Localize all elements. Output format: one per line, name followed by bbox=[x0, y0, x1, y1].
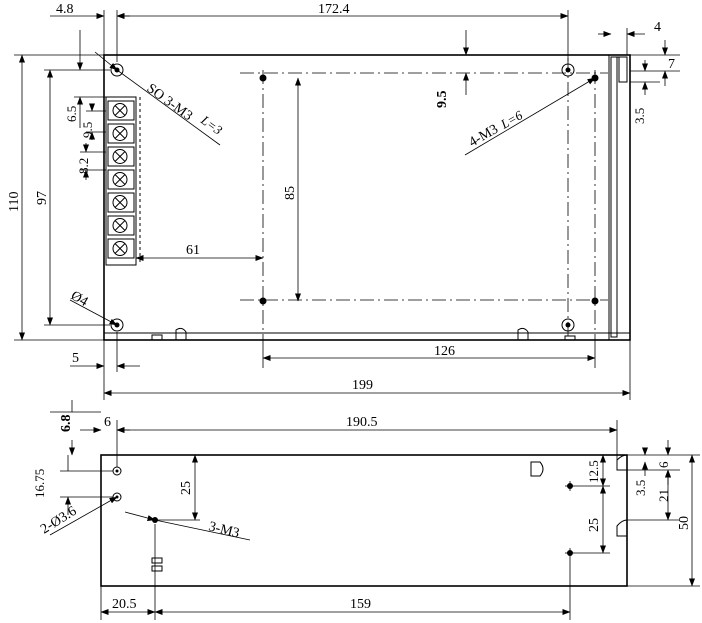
mount-hole-bottom-right bbox=[561, 318, 575, 332]
dim-172-4: 172.4 bbox=[318, 2, 350, 17]
dim-16-75: 16.75 bbox=[32, 469, 47, 498]
dim-97: 97 bbox=[35, 191, 50, 205]
mount-hole-top-right bbox=[561, 63, 575, 77]
dim-6-right: 6 bbox=[656, 461, 671, 468]
note-m3-len: L=6 bbox=[497, 107, 525, 132]
terminal-screw bbox=[107, 123, 135, 144]
terminal-screw bbox=[107, 215, 135, 236]
dim-190-5: 190.5 bbox=[346, 415, 378, 430]
note-m3-screw: 4-M3 bbox=[467, 122, 501, 151]
dim-9-5-top: 9.5 bbox=[435, 91, 450, 109]
bottom-body-outline bbox=[100, 454, 628, 587]
note-hole-dia: Ø4 bbox=[68, 288, 90, 310]
led-window bbox=[530, 461, 544, 477]
top-view: 4.8 172.4 4 7 3.5 9.5 110 97 bbox=[7, 2, 680, 400]
pcb-screw bbox=[591, 297, 599, 305]
dim-85: 85 bbox=[283, 186, 298, 200]
terminal-screw bbox=[107, 100, 135, 121]
dim-159: 159 bbox=[350, 597, 371, 612]
pcb-screw bbox=[259, 74, 267, 82]
terminal-screw bbox=[107, 192, 135, 213]
dim-25-right: 25 bbox=[587, 518, 602, 532]
dim-4: 4 bbox=[654, 20, 661, 35]
dim-6-8: 6.8 bbox=[59, 415, 74, 433]
terminal-screw bbox=[107, 146, 135, 167]
dim-21: 21 bbox=[656, 489, 671, 502]
top-body-outline bbox=[103, 54, 631, 341]
dim-3-5: 3.5 bbox=[632, 108, 647, 124]
terminal-screw bbox=[107, 169, 135, 190]
terminal-list bbox=[107, 100, 135, 259]
dim-50: 50 bbox=[677, 516, 692, 530]
terminal-screw bbox=[107, 238, 135, 259]
dim-8-2: 8.2 bbox=[76, 158, 91, 174]
dim-3-5-bottom: 3.5 bbox=[633, 480, 648, 496]
dim-25-left: 25 bbox=[179, 481, 194, 495]
dim-6: 6 bbox=[104, 415, 111, 430]
dim-126: 126 bbox=[434, 344, 455, 359]
dim-5: 5 bbox=[72, 351, 79, 366]
dim-61: 61 bbox=[186, 243, 200, 258]
dim-110: 110 bbox=[7, 192, 22, 212]
dim-4-8: 4.8 bbox=[56, 2, 74, 17]
note-m3: 3-M3 bbox=[207, 519, 241, 541]
bottom-view: 6.8 6 190.5 16.75 25 2-Ø3.6 3-M3 12.5 bbox=[32, 400, 700, 620]
dim-9-5-left: 9.5 bbox=[80, 122, 95, 138]
pcb-screw bbox=[259, 297, 267, 305]
dim-20-5: 20.5 bbox=[112, 597, 137, 612]
dim-12-5: 12.5 bbox=[586, 460, 601, 483]
dim-6-5: 6.5 bbox=[64, 106, 79, 122]
note-so-len: L=3 bbox=[197, 112, 225, 138]
note-so-screw: SO 3-M3 bbox=[144, 81, 195, 124]
dim-7: 7 bbox=[668, 57, 675, 72]
dim-199: 199 bbox=[352, 378, 373, 393]
note-holes: 2-Ø3.6 bbox=[38, 504, 79, 538]
